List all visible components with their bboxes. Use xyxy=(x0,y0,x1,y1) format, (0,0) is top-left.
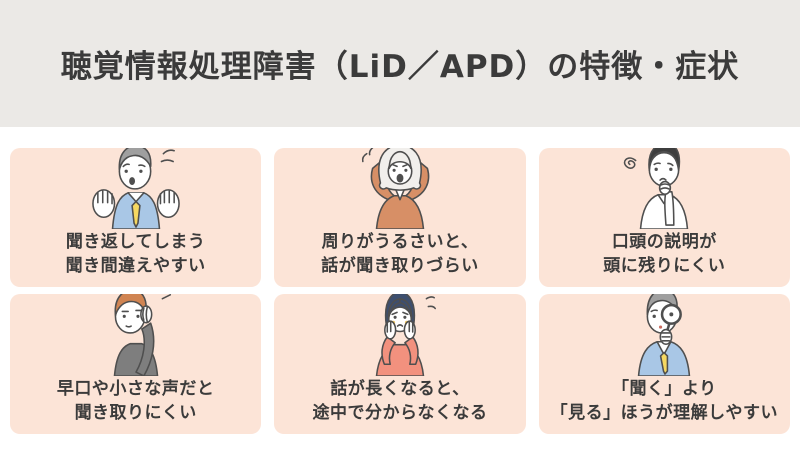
symptom-card-visual-preference: 「聞く」より 「見る」ほうが理解しやすい xyxy=(538,294,790,434)
man-hand-behind-ear-illustration xyxy=(113,294,171,377)
caption-line-1: 周りがうるさいと、 xyxy=(321,232,479,253)
caption-line-1: 「聞く」より xyxy=(611,379,717,400)
illustration-man-hand-behind-ear xyxy=(10,294,261,377)
woman-hands-on-cheeks-illustration xyxy=(375,294,436,377)
illustration-woman-hands-on-cheeks xyxy=(274,294,525,377)
symptom-card-fast-quiet-speech: 早口や小さな声だと 聞き取りにくい xyxy=(10,294,262,434)
symptom-card-noisy-environment: 周りがうるさいと、 話が聞き取りづらい xyxy=(274,148,526,287)
symptom-caption: 周りがうるさいと、 話が聞き取りづらい xyxy=(321,231,479,278)
man-hands-raised-illustration xyxy=(91,148,180,230)
symptom-card-long-conversation: 話が長くなると、 途中で分からなくなる xyxy=(274,294,526,434)
caption-line-1: 話が長くなると、 xyxy=(330,379,470,400)
symptom-card-repeat-asking: 聞き返してしまう 聞き間違えやすい xyxy=(10,148,262,287)
illustration-man-hands-raised xyxy=(10,148,261,230)
symptom-caption: 口頭の説明が 頭に残りにくい xyxy=(603,231,725,278)
header-band: 聴覚情報処理障害（LiD／APD）の特徴・症状 xyxy=(0,0,800,127)
man-thinking-illustration xyxy=(624,148,689,230)
symptom-card-grid: 聞き返してしまう 聞き間違えやすい xyxy=(10,148,790,434)
symptom-caption: 早口や小さな声だと 聞き取りにくい xyxy=(57,378,215,425)
caption-line-2: 途中で分からなくなる xyxy=(312,402,488,423)
caption-line-1: 聞き返してしまう xyxy=(65,232,206,253)
man-magnifying-glass-illustration xyxy=(638,294,691,377)
illustration-man-thinking xyxy=(539,148,790,230)
caption-line-1: 早口や小さな声だと xyxy=(56,379,215,400)
illustration-woman-covering-ears xyxy=(274,148,525,230)
caption-line-2: 頭に残りにくい xyxy=(603,255,726,276)
caption-line-2: 聞き間違えやすい xyxy=(65,255,206,276)
symptom-caption: 聞き返してしまう 聞き間違えやすい xyxy=(66,231,206,278)
caption-line-2: 聞き取りにくい xyxy=(74,402,197,423)
symptom-caption: 「聞く」より 「見る」ほうが理解しやすい xyxy=(551,378,778,425)
caption-line-1: 口頭の説明が xyxy=(611,232,717,253)
page-title: 聴覚情報処理障害（LiD／APD）の特徴・症状 xyxy=(60,49,740,85)
symptom-caption: 話が長くなると、 途中で分からなくなる xyxy=(312,378,487,425)
illustration-man-magnifying-glass xyxy=(539,294,790,377)
symptom-card-verbal-memory: 口頭の説明が 頭に残りにくい xyxy=(538,148,790,287)
caption-line-2: 「見る」ほうが理解しやすい xyxy=(550,402,778,423)
caption-line-2: 話が聞き取りづらい xyxy=(321,255,479,276)
woman-covering-ears-illustration xyxy=(361,148,430,230)
